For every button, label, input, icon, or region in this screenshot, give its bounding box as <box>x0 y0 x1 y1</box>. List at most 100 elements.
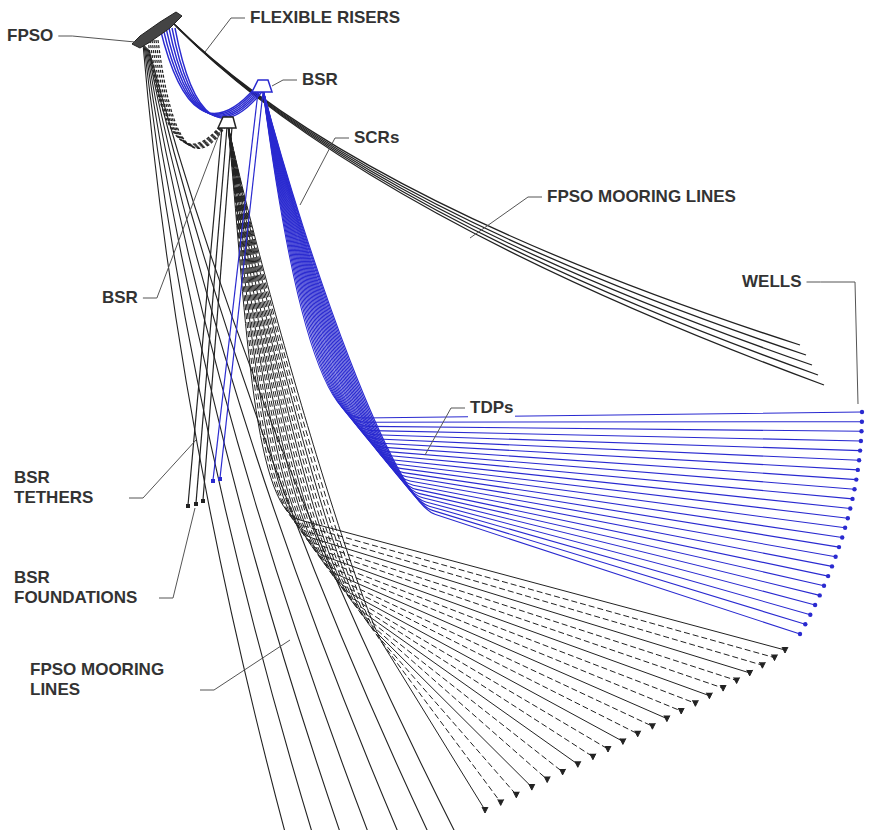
part-label: FLEXIBLE RISERS <box>248 8 402 28</box>
part-label: TDPs <box>468 398 515 418</box>
scr-line <box>263 90 845 528</box>
well-mark <box>840 535 844 539</box>
well-mark <box>859 439 863 443</box>
well-mark <box>818 593 822 597</box>
scr-line <box>263 90 836 557</box>
part-label: BSR FOUNDATIONS <box>12 568 156 608</box>
mooring-line <box>174 24 806 355</box>
well-mark <box>860 410 864 414</box>
scr-line <box>263 90 832 566</box>
well-mark <box>843 526 847 530</box>
flexible-riser <box>166 28 259 115</box>
scr-line <box>263 90 862 431</box>
well-mark <box>837 545 841 549</box>
anchor-mark <box>678 708 684 714</box>
anchor-mark <box>734 678 740 684</box>
anchor-mark <box>706 693 712 699</box>
leader-line <box>143 132 220 298</box>
well-mark <box>846 516 850 520</box>
anchor-mark <box>498 799 504 805</box>
leader-line <box>205 18 245 52</box>
scr-line <box>263 90 805 624</box>
flexible-riser <box>156 40 226 148</box>
well-mark <box>857 458 861 462</box>
well-mark <box>826 574 830 578</box>
flexible-riser <box>150 40 223 145</box>
anchor-mark <box>692 700 698 706</box>
leader-line <box>129 440 196 498</box>
anchor-mark <box>544 777 550 783</box>
scr-line <box>228 125 737 681</box>
scr-line <box>228 125 516 795</box>
mooring-line <box>176 26 812 365</box>
scr-line <box>263 90 853 499</box>
mooring-line <box>144 45 312 830</box>
scr-line <box>263 90 815 605</box>
fpso-hull <box>132 12 182 48</box>
bsr-foundation <box>218 477 222 481</box>
part-label: FPSO <box>5 26 55 46</box>
anchor-mark <box>620 738 626 744</box>
scr-line <box>263 90 850 509</box>
flexible-riser <box>152 40 224 146</box>
leader-line <box>200 640 290 690</box>
scr-line <box>228 125 762 665</box>
mooring-line <box>145 46 340 830</box>
leader-line <box>425 408 465 455</box>
scr-line <box>228 125 785 650</box>
anchor-mark <box>575 761 581 767</box>
well-mark <box>848 506 852 510</box>
part-label: FPSO MOORING LINES <box>28 660 197 700</box>
bsr-foundation <box>201 499 205 503</box>
anchor-mark <box>590 754 596 760</box>
anchor-mark <box>720 685 726 691</box>
part-label: FPSO MOORING LINES <box>545 187 738 207</box>
well-mark <box>850 497 854 501</box>
well-mark <box>798 632 802 636</box>
anchor-mark <box>759 662 765 668</box>
anchor-mark <box>747 670 753 676</box>
bsr-buoy <box>218 117 236 128</box>
well-mark <box>813 603 817 607</box>
scr-line <box>228 125 750 673</box>
bsr-tether <box>220 92 263 478</box>
scr-line <box>263 90 855 489</box>
scr-line <box>263 90 848 518</box>
scr-line <box>263 90 856 480</box>
well-mark <box>833 555 837 559</box>
well-mark <box>859 429 863 433</box>
scr-line <box>263 90 828 576</box>
leader-line <box>807 282 859 404</box>
bsr-foundation <box>211 479 215 483</box>
mooring-line <box>146 47 368 830</box>
well-mark <box>852 487 856 491</box>
anchor-mark <box>664 716 670 722</box>
scr-line <box>263 90 842 538</box>
well-mark <box>856 468 860 472</box>
flexible-riser <box>154 40 225 147</box>
flexible-riser <box>158 40 227 148</box>
scr-line <box>228 125 709 696</box>
flexible-riser <box>175 28 265 118</box>
bsr-foundation <box>194 502 198 506</box>
part-label: BSR <box>100 288 140 308</box>
scr-line <box>263 90 820 595</box>
well-mark <box>808 613 812 617</box>
anchor-mark <box>605 746 611 752</box>
bsr-foundation <box>186 504 190 508</box>
part-label: BSR TETHERS <box>12 468 126 508</box>
leader-line <box>159 508 195 598</box>
well-mark <box>803 622 807 626</box>
part-label: BSR <box>300 70 340 90</box>
leader-line <box>58 36 135 42</box>
anchor-mark <box>513 792 519 798</box>
scr-line <box>263 90 800 634</box>
well-mark <box>858 448 862 452</box>
anchor-mark <box>482 807 488 813</box>
bsr-buoy <box>252 80 272 92</box>
flexible-riser <box>148 40 222 144</box>
part-label: SCRs <box>352 128 401 148</box>
leader-line <box>470 197 542 238</box>
